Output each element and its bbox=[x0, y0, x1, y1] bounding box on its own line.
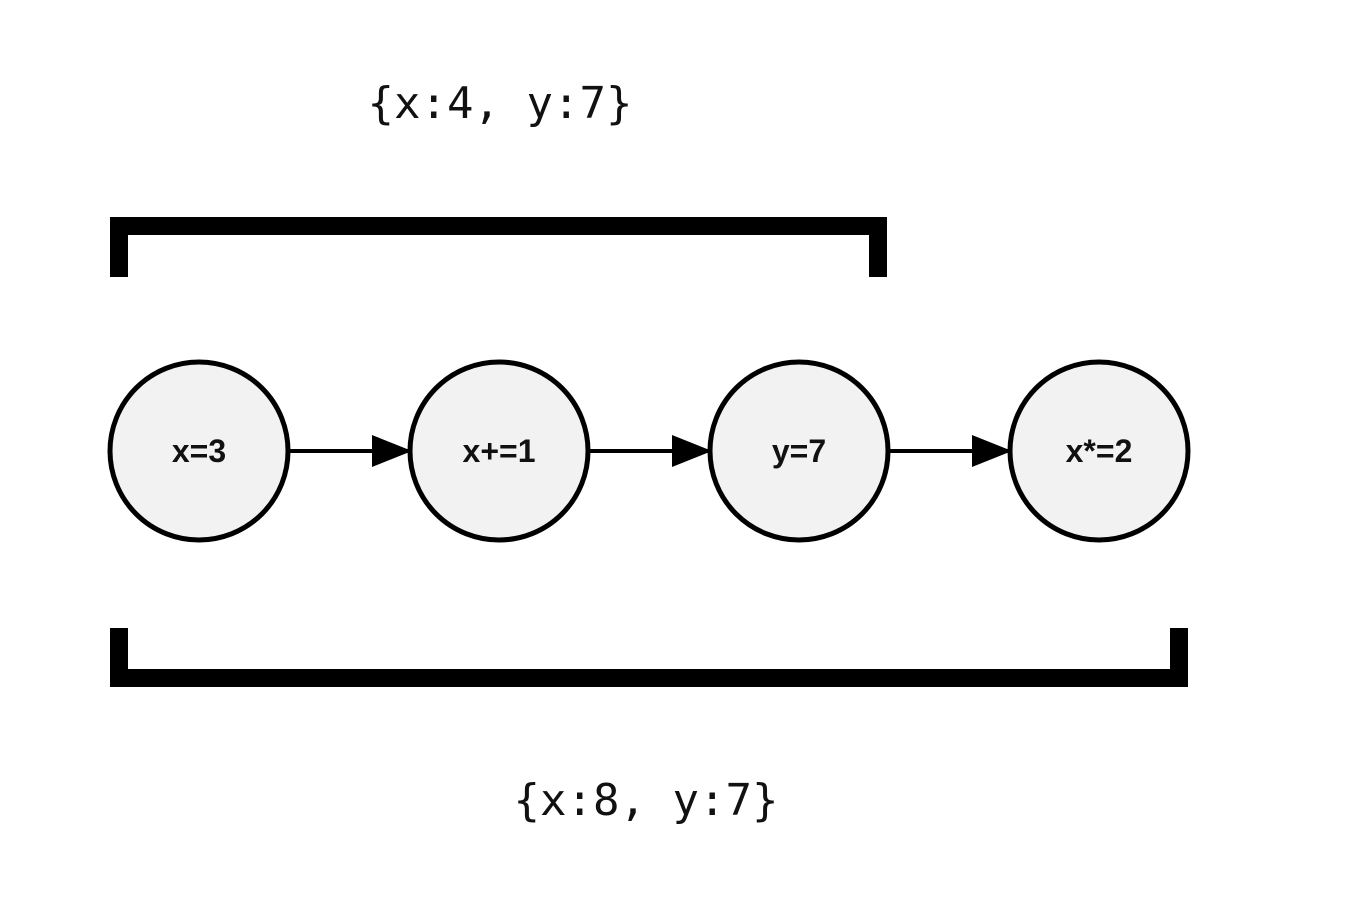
node-circle bbox=[407, 359, 591, 543]
node-label: x=3 bbox=[172, 433, 226, 469]
top-state-label: {x:4, y:7} bbox=[368, 78, 633, 129]
node-circle bbox=[707, 359, 891, 543]
node-circle bbox=[1007, 359, 1191, 543]
bottom-bracket bbox=[110, 628, 1188, 687]
node-circle bbox=[107, 359, 291, 543]
node-y-assign-7[interactable]: y=7 bbox=[707, 359, 891, 543]
node-label: x+=1 bbox=[463, 433, 536, 469]
node-label: x*=2 bbox=[1066, 433, 1133, 469]
bottom-state-label: {x:8, y:7} bbox=[514, 775, 779, 826]
node-x-plus-equals-1[interactable]: x+=1 bbox=[407, 359, 591, 543]
top-bracket bbox=[110, 217, 887, 277]
node-x-assign-3[interactable]: x=3 bbox=[107, 359, 291, 543]
node-x-times-equals-2[interactable]: x*=2 bbox=[1007, 359, 1191, 543]
node-label: y=7 bbox=[772, 433, 826, 469]
